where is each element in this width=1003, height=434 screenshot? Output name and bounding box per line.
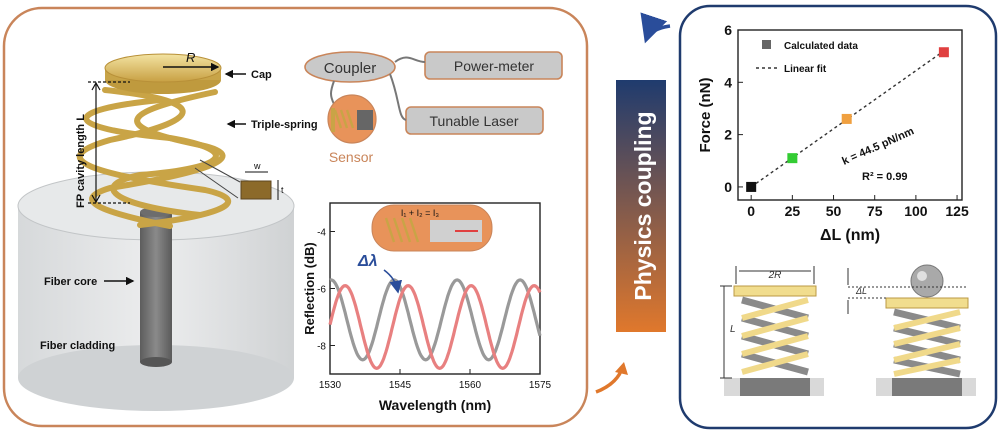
setup-diagram bbox=[304, 51, 563, 144]
data-point bbox=[746, 181, 757, 192]
cap-disk bbox=[104, 53, 222, 94]
spectrum-x-tick-label: 1560 bbox=[459, 380, 482, 391]
data-point bbox=[938, 47, 949, 58]
force-y-tick-label: 4 bbox=[724, 74, 732, 90]
power-meter-label: Power-meter bbox=[454, 58, 534, 74]
spectrum-y-tick-label: -6 bbox=[317, 285, 326, 296]
spectrum-x-tick-label: 1530 bbox=[319, 380, 342, 391]
tunable-laser-label: Tunable Laser bbox=[430, 113, 519, 129]
length-label: L bbox=[730, 324, 736, 335]
r2-annotation: R² = 0.99 bbox=[862, 171, 908, 183]
force-x-axis-label: ΔL (nm) bbox=[820, 227, 880, 244]
spectrum-inset-spring bbox=[384, 217, 420, 243]
force-y-tick-label: 2 bbox=[724, 127, 732, 143]
top-curved-arrow bbox=[640, 12, 671, 44]
thickness-symbol: t bbox=[281, 185, 284, 195]
fiber-core-label: Fiber core bbox=[44, 276, 97, 288]
width-symbol: w bbox=[253, 161, 261, 171]
spectrum-series-2 bbox=[328, 283, 542, 370]
cap-label: Cap bbox=[251, 69, 272, 81]
spectrum-series-1 bbox=[329, 278, 542, 362]
spectrum-y-tick-label: -4 bbox=[317, 228, 326, 239]
force-y-tick-label: 6 bbox=[724, 22, 732, 38]
legend-label-calculated: Calculated data bbox=[784, 41, 858, 52]
data-point bbox=[787, 153, 798, 164]
force-x-tick-label: 25 bbox=[785, 203, 801, 219]
physics-coupling-label: Physics coupling bbox=[630, 111, 656, 300]
coupler-label: Coupler bbox=[324, 60, 377, 77]
legend-label-fit: Linear fit bbox=[784, 64, 827, 75]
force-y-tick-label: 0 bbox=[724, 179, 732, 195]
spectrum-y-axis-label: Reflection (dB) bbox=[302, 242, 317, 334]
bottom-curved-arrow bbox=[595, 362, 628, 394]
fiber-core bbox=[140, 207, 172, 367]
delta-l-label: ΔL bbox=[855, 286, 867, 296]
data-point bbox=[841, 113, 852, 124]
triple-spring bbox=[76, 87, 231, 229]
force-y-axis-label: Force (nN) bbox=[697, 77, 714, 152]
force-x-tick-label: 75 bbox=[867, 203, 883, 219]
diameter-label: 2R bbox=[768, 270, 782, 281]
spectrum-x-axis-label: Wavelength (nm) bbox=[379, 397, 491, 413]
delta-lambda-label: Δλ bbox=[357, 253, 378, 270]
fiber-cladding-label: Fiber cladding bbox=[40, 340, 115, 352]
cavity-length-label: FP cavity length L bbox=[75, 114, 87, 208]
spring-compression-schematic bbox=[720, 264, 976, 396]
legend-marker-calculated bbox=[762, 40, 771, 49]
force-x-tick-label: 125 bbox=[945, 203, 969, 219]
delta-lambda-arrow bbox=[383, 269, 403, 294]
spectrum-x-tick-label: 1545 bbox=[389, 380, 412, 391]
force-x-tick-label: 0 bbox=[747, 203, 755, 219]
spring-label: Triple-spring bbox=[251, 119, 318, 131]
spectrum-x-tick-label: 1575 bbox=[529, 380, 552, 391]
cavity-length-dimension bbox=[88, 81, 130, 204]
spectrum-y-tick-label: -8 bbox=[317, 342, 326, 353]
physics-coupling-bar bbox=[616, 80, 666, 332]
force-x-tick-label: 50 bbox=[826, 203, 842, 219]
radius-symbol: R bbox=[186, 50, 195, 65]
force-x-tick-label: 100 bbox=[904, 203, 928, 219]
sensor-label: Sensor bbox=[329, 149, 374, 165]
spectrum-inset-formula: I₁ + I₂ = I₃ bbox=[401, 208, 440, 218]
spring-cross-section bbox=[194, 159, 279, 200]
